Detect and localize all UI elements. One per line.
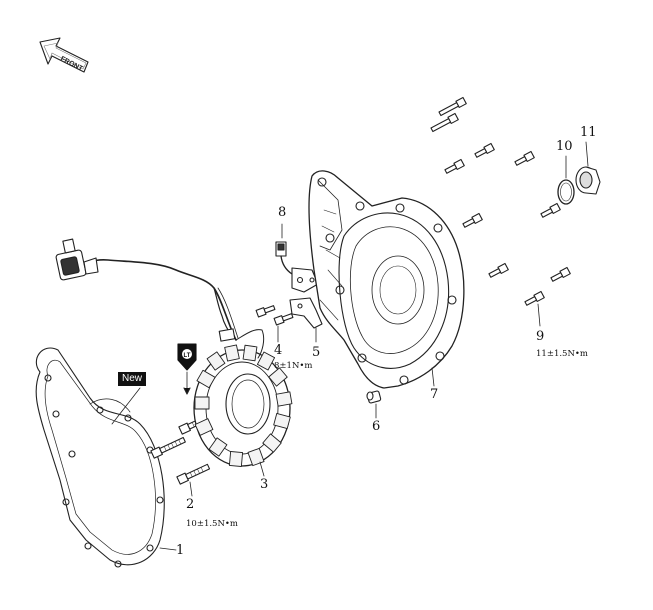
part-label-1: 1 xyxy=(176,543,185,558)
part-label-3: 3 xyxy=(260,477,269,492)
part-label-5: 5 xyxy=(312,345,321,360)
generator-cover xyxy=(308,170,465,389)
loctite-symbol: LT xyxy=(177,343,197,395)
part-label-7: 7 xyxy=(430,387,439,402)
pickup-bolts xyxy=(255,305,294,343)
torque-spec-part9: 11±1.5N•m xyxy=(536,349,588,359)
wire-bracket xyxy=(289,297,323,343)
pickup-sensor xyxy=(275,223,319,293)
new-badge: New xyxy=(118,372,147,386)
inspection-plug xyxy=(575,141,601,195)
stator-coil xyxy=(55,238,293,477)
part-label-2: 2 xyxy=(186,497,195,512)
torque-spec-part4: 8±1N•m xyxy=(274,361,313,371)
torque-spec-part2: 10±1.5N•m xyxy=(186,519,238,529)
cover-bolts xyxy=(430,96,571,327)
stator-connector xyxy=(55,238,99,281)
front-direction-arrow: FRONT xyxy=(39,37,89,73)
part-label-6: 6 xyxy=(372,419,381,434)
cover-gasket xyxy=(35,347,177,568)
part-label-9: 9 xyxy=(536,329,545,344)
part-label-4: 4 xyxy=(274,343,283,358)
part-label-8: 8 xyxy=(278,205,287,220)
part-label-10: 10 xyxy=(556,139,573,154)
o-ring xyxy=(557,155,575,205)
part-label-11: 11 xyxy=(580,125,597,140)
loctite-text: LT xyxy=(184,353,191,359)
dowel-pin xyxy=(366,390,382,419)
